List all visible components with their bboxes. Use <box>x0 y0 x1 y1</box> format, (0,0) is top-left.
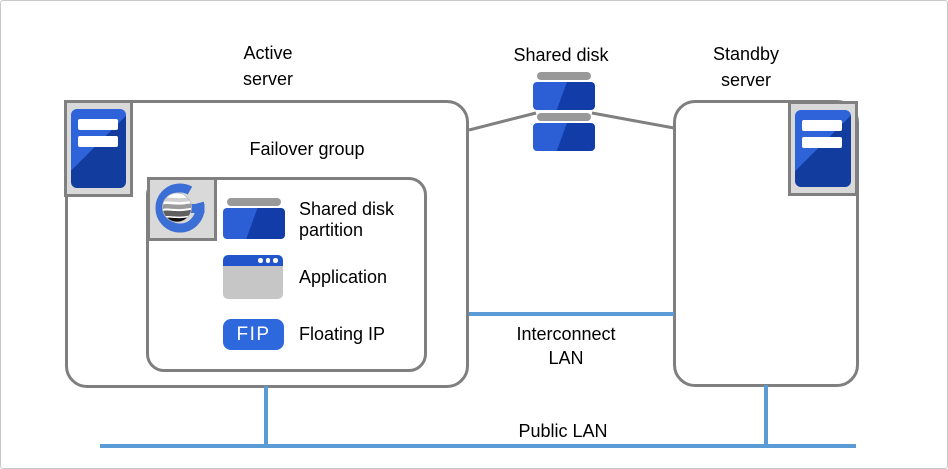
server-tower-icon <box>71 109 126 188</box>
standby-server-label: Standby server <box>712 44 780 90</box>
active-server-label: Active server <box>242 43 293 89</box>
application-window-icon <box>223 255 283 299</box>
public-lan-label: Public LAN <box>518 421 608 441</box>
shared-disk-label: Shared disk <box>513 45 609 65</box>
shared-disk-icon <box>533 72 595 151</box>
floating-ip-label: Floating IP <box>299 324 386 344</box>
application-label: Application <box>299 267 388 287</box>
shared-disk-partition-label: Shared disk partition <box>299 199 395 240</box>
active-public-lan-connector <box>264 386 268 446</box>
server-icon <box>64 100 133 197</box>
failover-group-label: Failover group <box>249 139 365 159</box>
server-tower-icon <box>795 110 851 187</box>
standby-public-lan-connector <box>764 385 768 446</box>
interconnect-lan-label: Interconnect LAN <box>516 324 616 368</box>
interconnect-lan-line <box>469 312 674 316</box>
cluster-logo-icon <box>147 177 217 241</box>
failover-group-box <box>146 177 427 372</box>
floating-ip-badge: FIP <box>223 319 284 350</box>
shared-disk-partition-icon <box>223 198 285 239</box>
server-icon <box>788 101 858 196</box>
public-lan-line <box>100 444 856 448</box>
